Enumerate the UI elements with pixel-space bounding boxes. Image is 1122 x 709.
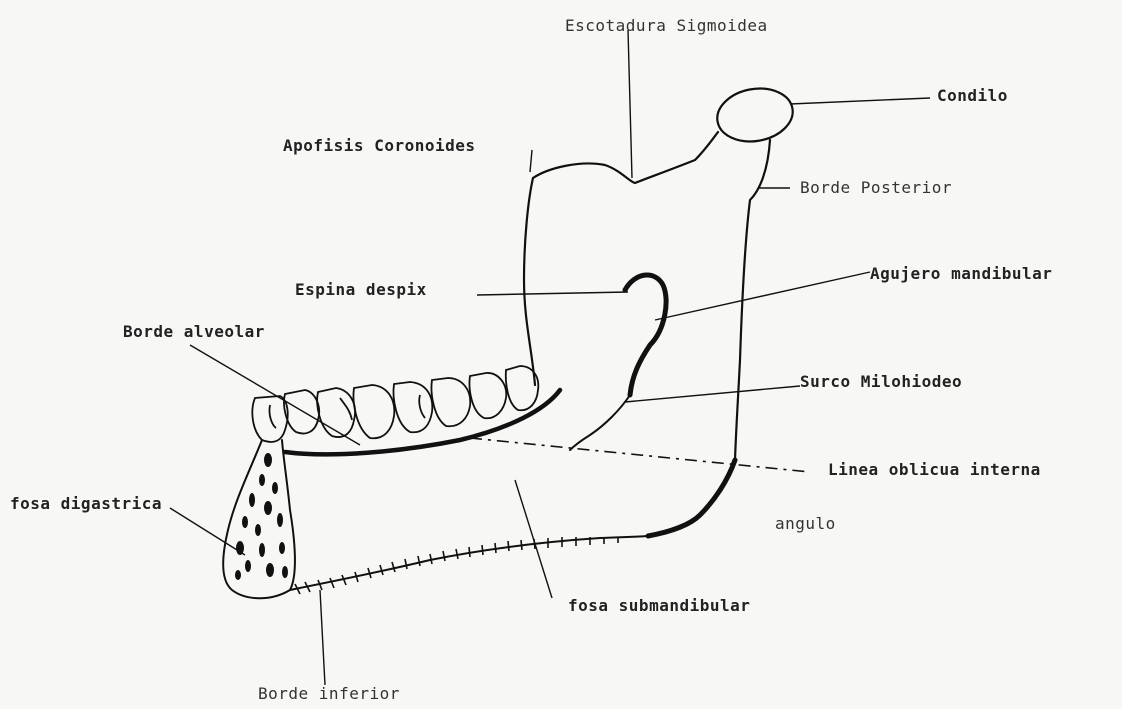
label-apofisis-coronoides: Apofisis Coronoides <box>283 136 476 155</box>
label-angulo: angulo <box>775 514 836 533</box>
inferior-border-hatching <box>295 537 618 594</box>
label-agujero-mandibular: Agujero mandibular <box>870 264 1052 283</box>
condyle-shape <box>713 83 797 147</box>
label-fosa-digastrica: fosa digastrica <box>10 494 162 513</box>
inferior-border-line <box>290 536 648 590</box>
label-linea-oblicua-interna: Linea oblicua interna <box>828 460 1041 479</box>
label-espina-despix: Espina despix <box>295 280 427 299</box>
label-fosa-submandibular: fosa submandibular <box>568 596 750 615</box>
leader-lines <box>170 30 930 685</box>
label-surco-milohiodeo: Surco Milohiodeo <box>800 372 962 391</box>
label-escotadura-sigmoidea: Escotadura Sigmoidea <box>565 16 768 35</box>
label-borde-posterior: Borde Posterior <box>800 178 952 197</box>
label-condilo: Condilo <box>937 86 1008 105</box>
mylohyoid-groove <box>570 395 630 450</box>
digastric-fossa-dots <box>235 453 288 580</box>
mandible-outline <box>524 132 770 460</box>
label-borde-inferior: Borde inferior <box>258 684 400 703</box>
oblique-line-dashed <box>470 438 810 472</box>
label-borde-alveolar: Borde alveolar <box>123 322 265 341</box>
mandibular-foramen-shape <box>625 275 666 395</box>
angle-thick-border <box>648 460 735 536</box>
alveolar-crest-line <box>285 390 560 454</box>
